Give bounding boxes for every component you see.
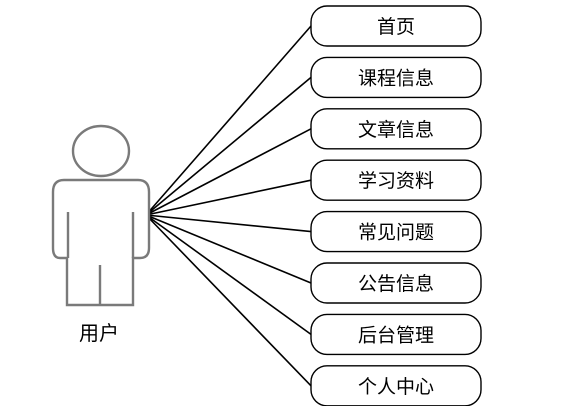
association-lines xyxy=(145,25,312,387)
use-case-2: 课程信息 xyxy=(310,56,482,99)
use-case-label: 文章信息 xyxy=(358,119,434,141)
association-line xyxy=(145,214,312,336)
association-line xyxy=(145,214,312,233)
use-case-box xyxy=(310,313,482,356)
use-case-label: 个人中心 xyxy=(358,376,434,398)
use-case-label: 课程信息 xyxy=(358,67,434,89)
use-case-box xyxy=(310,108,482,150)
use-case-6: 公告信息 xyxy=(310,262,482,304)
use-case-label: 公告信息 xyxy=(358,273,434,295)
use-case-label: 常见问题 xyxy=(358,222,434,244)
use-case-8: 个人中心 xyxy=(310,365,482,406)
use-case-4: 学习资料 xyxy=(310,159,482,201)
association-line xyxy=(145,214,312,387)
use-case-3: 文章信息 xyxy=(310,108,482,150)
use-case-box xyxy=(310,56,482,99)
use-case-5: 常见问题 xyxy=(310,210,482,253)
association-line xyxy=(145,214,312,284)
use-case-7: 后台管理 xyxy=(310,313,482,356)
use-case-label: 首页 xyxy=(377,16,415,38)
use-case-label: 学习资料 xyxy=(358,170,434,192)
association-line xyxy=(145,25,312,216)
actor-label: 用户 xyxy=(79,321,119,345)
use-case-box xyxy=(310,5,482,47)
use-case-1: 首页 xyxy=(310,5,482,47)
association-line xyxy=(145,179,312,216)
use-case-box xyxy=(310,159,482,201)
association-line xyxy=(145,76,312,216)
use-case-label: 后台管理 xyxy=(358,324,434,346)
person-outline-icon xyxy=(51,124,151,307)
use-case-box xyxy=(310,210,482,253)
actor-user: 用户 xyxy=(51,124,151,345)
use-case-box xyxy=(310,262,482,304)
association-line xyxy=(145,128,312,216)
